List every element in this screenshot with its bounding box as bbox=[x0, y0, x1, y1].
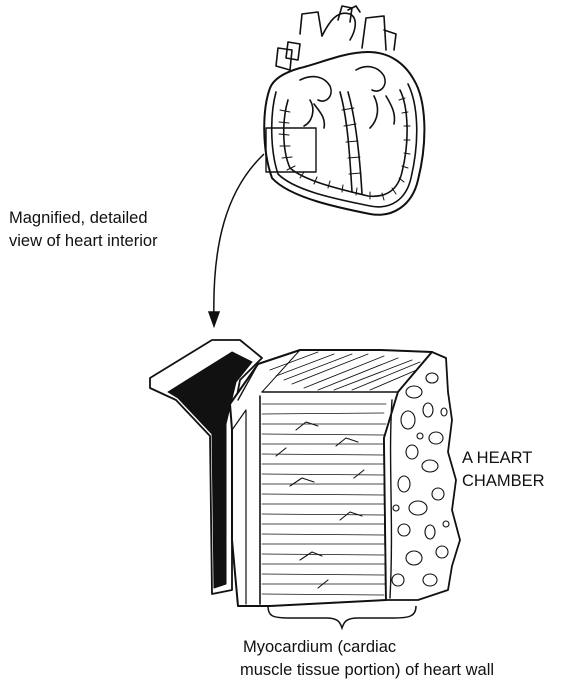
magnified-view-label-line1: Magnified, detailed bbox=[9, 207, 158, 230]
heart-chamber-label-line1: A HEART bbox=[462, 447, 545, 470]
magnified-view-label-line2: view of heart interior bbox=[9, 230, 158, 253]
heart-illustration bbox=[264, 6, 424, 215]
myocardium-brace bbox=[268, 606, 416, 628]
magnified-view-label: Magnified, detailed view of heart interi… bbox=[9, 207, 158, 253]
heart-chamber-label: A HEART CHAMBER bbox=[462, 447, 545, 493]
magnify-arrow bbox=[209, 154, 264, 326]
myocardium-label-line2: muscle tissue portion) of heart wall bbox=[240, 659, 494, 682]
magnified-wall-block bbox=[150, 340, 460, 606]
myocardium-label: Myocardium (cardiac muscle tissue portio… bbox=[240, 636, 494, 682]
heart-chamber-label-line2: CHAMBER bbox=[462, 470, 545, 493]
myocardium-label-line1: Myocardium (cardiac bbox=[240, 636, 494, 659]
